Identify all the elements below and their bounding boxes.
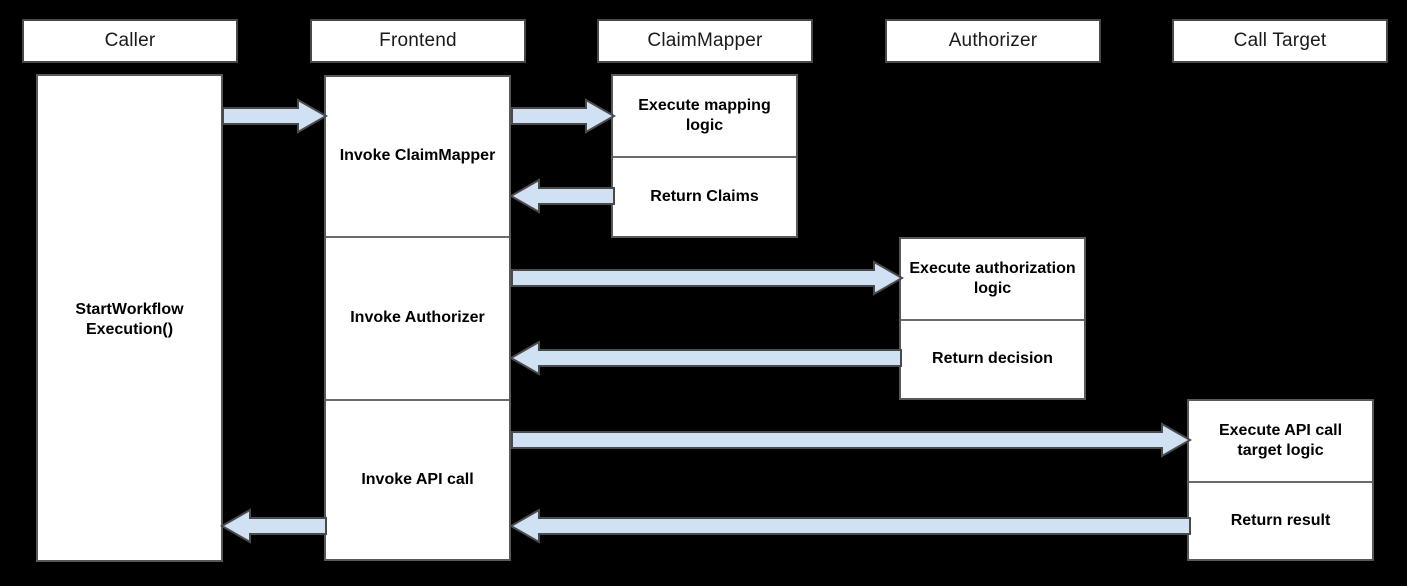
activation-frontend[interactable]: Invoke ClaimMapper Invoke Authorizer Inv… bbox=[324, 75, 511, 561]
segment-return-decision: Return decision bbox=[901, 319, 1084, 398]
segment-return-result: Return result bbox=[1189, 481, 1372, 559]
segment-execute-mapping-logic: Execute mapping logic bbox=[613, 76, 796, 156]
activation-claimmapper[interactable]: Execute mapping logic Return Claims bbox=[611, 74, 798, 238]
segment-label-execute-api-call-target-logic: Execute API call target logic bbox=[1218, 421, 1343, 459]
lifeline-label-calltarget: Call Target bbox=[1233, 30, 1327, 51]
arrow-frontend-to-caller[interactable] bbox=[219, 508, 327, 544]
segment-label-return-result: Return result bbox=[1230, 511, 1331, 529]
lifeline-header-calltarget[interactable]: Call Target bbox=[1172, 19, 1388, 63]
lifeline-label-caller: Caller bbox=[104, 30, 156, 51]
segment-execute-api-call-target-logic: Execute API call target logic bbox=[1189, 401, 1372, 481]
arrow-authorizer-to-frontend[interactable] bbox=[508, 340, 902, 376]
arrow-caller-to-frontend[interactable] bbox=[222, 98, 329, 134]
segment-invoke-api-call: Invoke API call bbox=[326, 399, 509, 559]
lifeline-label-claimmapper: ClaimMapper bbox=[647, 30, 763, 51]
segment-return-claims: Return Claims bbox=[613, 156, 796, 236]
arrow-frontend-to-calltarget[interactable] bbox=[511, 422, 1193, 458]
segment-label-return-decision: Return decision bbox=[932, 350, 1053, 368]
segment-invoke-claimmapper: Invoke ClaimMapper bbox=[326, 77, 509, 236]
activation-caller[interactable]: StartWorkflow Execution() bbox=[36, 74, 223, 562]
segment-label-invoke-claimmapper: Invoke ClaimMapper bbox=[339, 147, 496, 165]
segment-label-return-claims: Return Claims bbox=[650, 187, 759, 205]
segment-label-invoke-api-call: Invoke API call bbox=[361, 470, 474, 488]
segment-label-invoke-authorizer: Invoke Authorizer bbox=[350, 309, 485, 327]
lifeline-label-authorizer: Authorizer bbox=[948, 30, 1038, 51]
segment-label-start-workflow: StartWorkflow Execution() bbox=[75, 300, 184, 338]
segment-label-execute-authorization-logic: Execute authorization logic bbox=[909, 259, 1076, 297]
arrow-frontend-to-claimmapper[interactable] bbox=[511, 98, 617, 134]
segment-execute-authorization-logic: Execute authorization logic bbox=[901, 239, 1084, 319]
arrow-frontend-to-authorizer[interactable] bbox=[511, 260, 905, 296]
activation-calltarget[interactable]: Execute API call target logic Return res… bbox=[1187, 399, 1374, 561]
lifeline-label-frontend: Frontend bbox=[379, 30, 457, 51]
segment-start-workflow: StartWorkflow Execution() bbox=[38, 76, 221, 564]
segment-invoke-authorizer: Invoke Authorizer bbox=[326, 236, 509, 399]
lifeline-header-frontend[interactable]: Frontend bbox=[310, 19, 526, 63]
arrow-calltarget-to-frontend[interactable] bbox=[508, 508, 1191, 544]
arrow-claimmapper-to-frontend[interactable] bbox=[508, 178, 615, 214]
segment-label-execute-mapping-logic: Execute mapping logic bbox=[638, 96, 771, 134]
lifeline-header-authorizer[interactable]: Authorizer bbox=[885, 19, 1101, 63]
activation-authorizer[interactable]: Execute authorization logic Return decis… bbox=[899, 237, 1086, 400]
lifeline-header-caller[interactable]: Caller bbox=[22, 19, 238, 63]
lifeline-header-claimmapper[interactable]: ClaimMapper bbox=[597, 19, 813, 63]
